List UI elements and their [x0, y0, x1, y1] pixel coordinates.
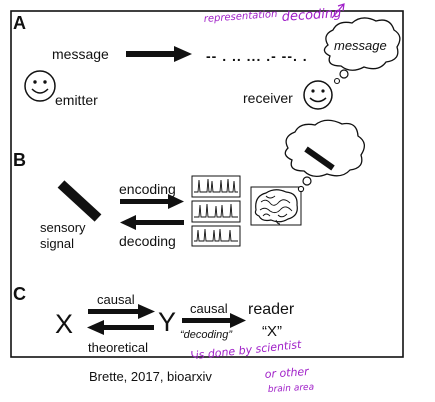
brain-icon — [250, 186, 302, 226]
figure-caption: Brette, 2017, bioarxiv — [89, 369, 212, 384]
causal-right-label: causal — [190, 301, 228, 316]
panel-a: A message -- . .. ... .- --. . emitter r… — [13, 13, 401, 110]
spike-train-3 — [191, 225, 241, 247]
decoding-quote-label: “decoding” — [180, 329, 233, 341]
annotation-arrow — [331, 3, 345, 19]
theoretical-label: theoretical — [88, 340, 148, 355]
annotation-note-line1: is done by scientist — [195, 338, 303, 362]
spike-train-2 — [191, 200, 241, 223]
sensory-label-line2: signal — [40, 236, 74, 251]
transmit-arrow — [126, 46, 192, 62]
thought-cloud-icon — [323, 17, 401, 85]
sensory-label-line1: sensory — [40, 220, 86, 235]
reader-label: reader — [248, 301, 295, 318]
theoretical-arrow — [87, 320, 154, 335]
reader-x-label: “X” — [262, 323, 282, 340]
reader-arrow — [182, 313, 246, 328]
emitter-smiley-icon — [24, 70, 56, 102]
panel-b: B sensory signal encoding decoding — [13, 119, 365, 251]
annotation-note-line3: brain area — [268, 383, 315, 395]
causal-arrow — [88, 304, 155, 319]
annotation-bracket — [191, 350, 197, 358]
decoding-label: decoding — [119, 233, 176, 249]
annotation-note-line2: or other — [264, 365, 310, 381]
panel-b-letter: B — [13, 150, 26, 170]
y-variable: Y — [158, 307, 176, 337]
panel-a-letter: A — [13, 13, 26, 33]
causal-top-label: causal — [97, 292, 135, 307]
receiver-label: receiver — [243, 90, 293, 106]
sensory-signal-bar — [57, 180, 102, 222]
decoding-arrow — [120, 215, 184, 230]
thought-cloud-bar-icon — [284, 119, 365, 193]
annotation-representation: representation — [203, 9, 277, 25]
panel-c: C X causal theoretical Y causal “decodin… — [13, 284, 295, 355]
encoding-arrow — [120, 194, 184, 209]
x-variable: X — [55, 309, 73, 339]
encoded-message: -- . .. ... .- --. . — [206, 48, 308, 64]
emitter-label: emitter — [55, 92, 98, 108]
panel-c-letter: C — [13, 284, 26, 304]
annotation-decoding: decoding — [281, 6, 342, 25]
spike-train-1 — [191, 175, 241, 198]
cloud-message: message — [334, 38, 387, 53]
encoding-label: encoding — [119, 181, 176, 197]
message-label: message — [52, 46, 109, 62]
receiver-smiley-icon — [303, 80, 333, 110]
figure-frame — [10, 10, 404, 358]
